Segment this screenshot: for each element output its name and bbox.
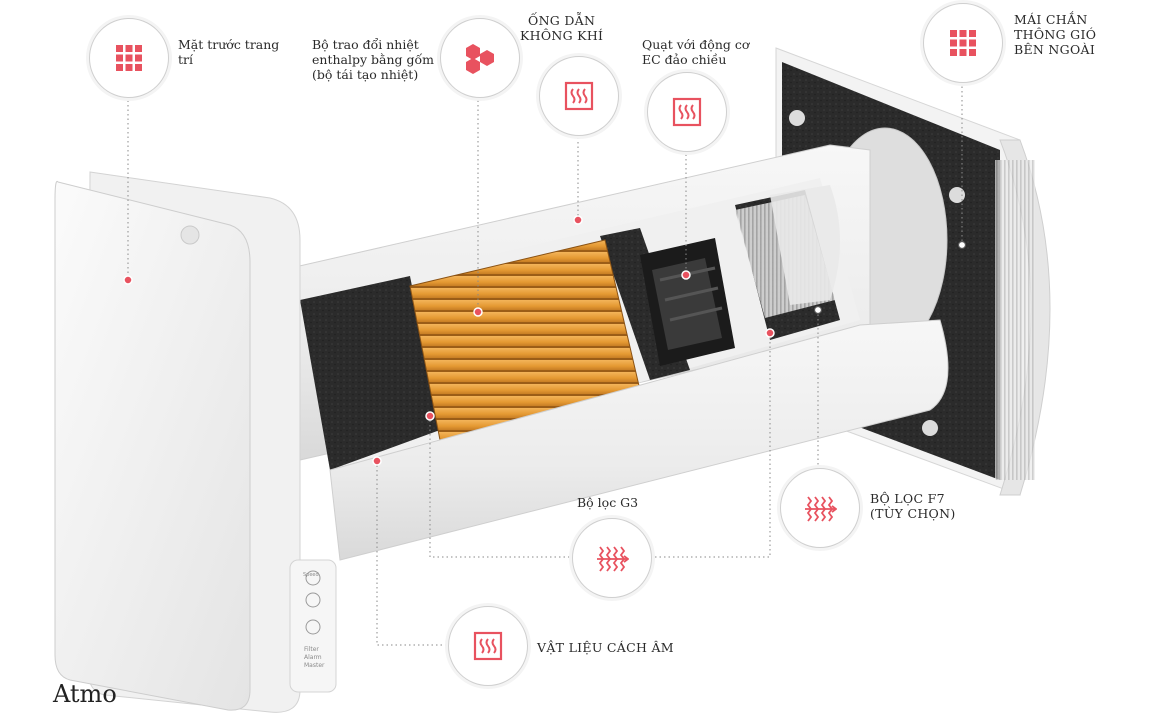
heat-waves-icon xyxy=(473,631,503,661)
control-speed-label: Speed xyxy=(303,572,319,578)
label-line: BỘ LỌC F7 xyxy=(870,491,945,506)
label-line: BÊN NGOÀI xyxy=(1014,42,1096,57)
air-duct-tube xyxy=(259,144,949,561)
badge-outer-hood xyxy=(923,3,1003,83)
label-front-panel: Mặt trước trang trí xyxy=(178,37,279,67)
badge-filter-f7 xyxy=(780,468,860,548)
label-line: THÔNG GIÓ xyxy=(1014,27,1097,42)
control-label: Alarm xyxy=(304,654,322,661)
control-label: Filter xyxy=(304,646,319,653)
label-line: (bộ tái tạo nhiệt) xyxy=(312,67,419,82)
front-panel xyxy=(54,171,337,713)
brand-name: Atmo xyxy=(53,680,117,708)
control-mode-icon xyxy=(305,592,321,608)
label-line: ỐNG DẪN xyxy=(528,13,596,28)
control-label: Master xyxy=(304,662,325,669)
control-panel-labels: Filter Alarm Master xyxy=(304,646,325,670)
heat-waves-icon xyxy=(672,97,702,127)
control-panel xyxy=(289,559,337,693)
badge-fan xyxy=(647,72,727,152)
control-speed-icon xyxy=(305,570,321,586)
label-line: enthalpy bằng gốm xyxy=(312,52,434,67)
filter-icon xyxy=(597,546,629,572)
anchor-dot-f7 xyxy=(813,305,823,315)
insulation-foam-left xyxy=(300,276,440,470)
control-power-icon xyxy=(305,619,321,635)
label-heat-exchanger: Bộ trao đổi nhiệt enthalpy bằng gốm (bộ … xyxy=(312,37,434,82)
badge-front-panel xyxy=(89,18,169,98)
label-line: Mặt trước trang xyxy=(178,37,280,52)
label-filter-g3: Bộ lọc G3 xyxy=(577,495,638,510)
badge-heat-exchanger xyxy=(440,18,520,98)
label-line: trí xyxy=(178,52,193,67)
grid-icon xyxy=(950,30,976,56)
badge-insulation xyxy=(448,606,528,686)
filter-icon xyxy=(805,496,837,522)
leader-lines xyxy=(127,82,963,646)
grid-icon xyxy=(116,45,142,71)
heat-waves-icon xyxy=(564,81,594,111)
badge-filter-g3 xyxy=(572,518,652,598)
label-outer-hood: MÁI CHẮN THÔNG GIÓ BÊN NGOÀI xyxy=(1014,12,1096,57)
ec-fan xyxy=(640,238,735,366)
label-fan: Quạt với động cơ EC đảo chiều xyxy=(642,37,749,67)
anchor-dots xyxy=(123,215,775,466)
label-line: Bộ trao đổi nhiệt xyxy=(312,37,419,52)
label-line: (TÙY CHỌN) xyxy=(870,506,956,521)
label-line: EC đảo chiều xyxy=(642,52,727,67)
anchor-dot-hood xyxy=(957,240,967,250)
label-line: Bộ lọc G3 xyxy=(577,495,639,510)
honeycomb-icon xyxy=(466,44,494,74)
label-insulation: VẬT LIỆU CÁCH ÂM xyxy=(537,640,674,655)
label-line: MÁI CHẮN xyxy=(1014,12,1088,27)
label-line: Quạt với động cơ xyxy=(642,37,750,52)
label-filter-f7: BỘ LỌC F7 (TÙY CHỌN) xyxy=(870,491,956,521)
label-air-duct: ỐNG DẪN KHÔNG KHÍ xyxy=(520,13,603,43)
label-line: VẬT LIỆU CÁCH ÂM xyxy=(537,640,674,655)
badge-air-duct xyxy=(539,56,619,136)
label-line: KHÔNG KHÍ xyxy=(520,28,604,43)
